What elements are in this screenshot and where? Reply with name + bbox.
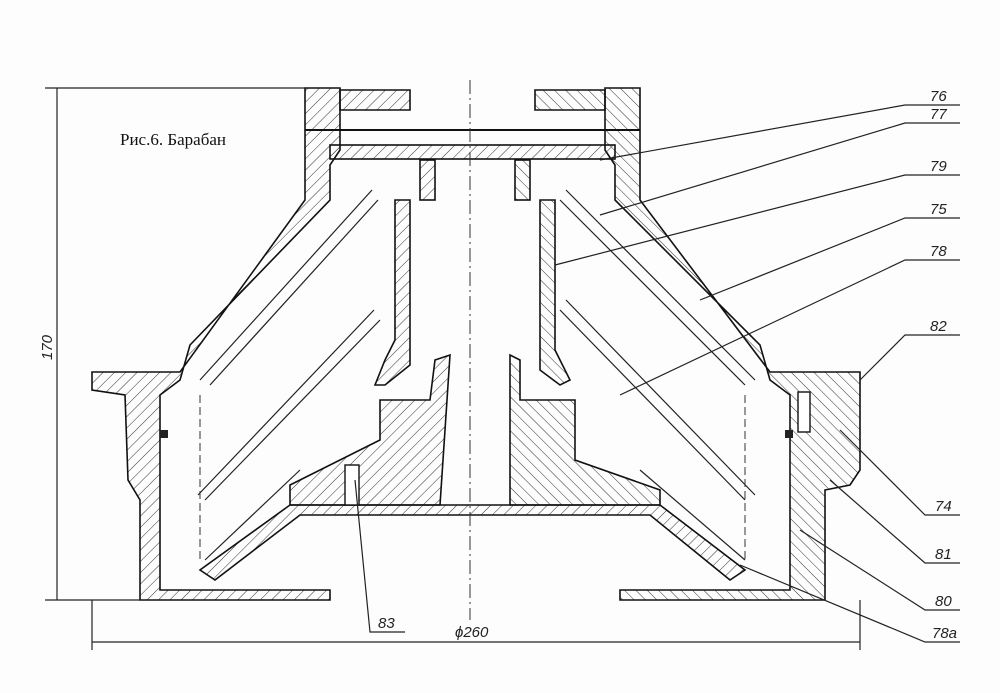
callout-76: 76	[930, 88, 947, 105]
central-cone-right	[539, 199, 572, 386]
key-part	[797, 391, 811, 433]
callout-83: 83	[378, 615, 395, 632]
callout-78a: 78a	[932, 625, 957, 642]
neck-left	[419, 159, 436, 201]
dimension-diameter: ϕ260	[455, 624, 489, 641]
base-cone-left	[289, 353, 451, 506]
cap-right	[534, 89, 606, 111]
callout-81: 81	[935, 546, 952, 563]
plate-right-upper	[559, 189, 756, 386]
base-cone-right	[509, 353, 661, 506]
bolt-83	[344, 464, 360, 506]
neck-right	[514, 159, 531, 201]
callout-82: 82	[930, 318, 947, 335]
plate-left-upper	[199, 189, 379, 386]
part-76-plate	[329, 144, 616, 160]
callout-79: 79	[930, 158, 947, 175]
dimension-diameter-lines	[91, 600, 861, 650]
seal-left	[160, 430, 168, 438]
callout-74: 74	[935, 498, 952, 515]
plate-right-lower	[559, 299, 756, 501]
callout-80: 80	[935, 593, 952, 610]
cap-left	[339, 89, 411, 111]
seal-right	[785, 430, 793, 438]
plate-left-lower	[197, 309, 381, 501]
central-cone-left	[373, 199, 411, 386]
figure-title: Рис.6. Барабан	[120, 130, 226, 149]
plate-right-bottom	[639, 469, 746, 561]
callout-75: 75	[930, 201, 947, 218]
plate-left-bottom	[204, 469, 301, 561]
body-left-wall	[91, 87, 341, 601]
dimension-height: 170	[39, 334, 56, 360]
base-plate-78a	[198, 504, 747, 581]
body-right-wall	[604, 87, 861, 601]
leader-lines	[354, 104, 960, 643]
callout-78: 78	[930, 243, 947, 260]
callout-77: 77	[930, 106, 947, 123]
